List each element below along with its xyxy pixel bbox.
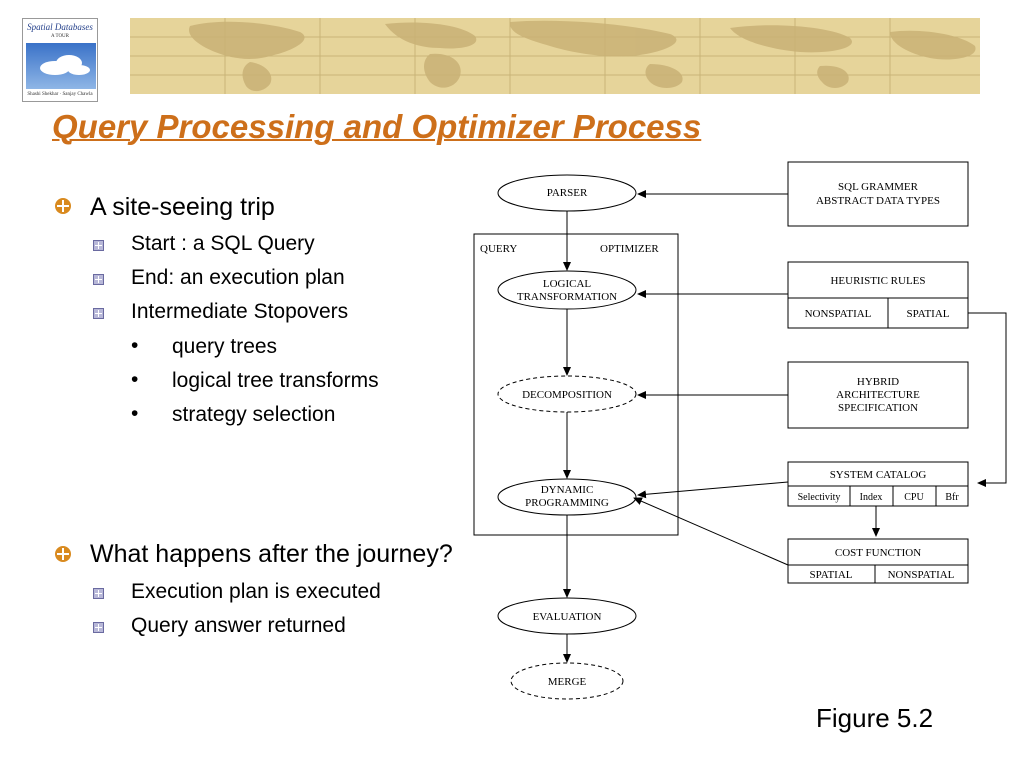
node-merge (510, 662, 624, 700)
box-hybrid-architecture (787, 361, 969, 429)
bullet-end-execution-plan: End: an execution plan (131, 266, 345, 289)
query-optimizer-container (473, 233, 679, 536)
slide-title: Query Processing and Optimizer Process (52, 108, 702, 145)
node-logical-label-1: LOGICAL (543, 278, 592, 290)
sub-bullet-icon (93, 240, 104, 251)
node-evaluation-label: EVALUATION (533, 611, 602, 623)
bullet-target-icon (55, 198, 71, 214)
node-decomposition-label: DECOMPOSITION (522, 389, 612, 401)
node-logical-transformation (497, 270, 637, 310)
input-arrows (633, 190, 1007, 566)
box-system-catalog (787, 461, 969, 507)
optimizer-label-query: QUERY (480, 243, 517, 255)
bullet-execution-plan-executed: Execution plan is executed (131, 580, 381, 603)
box-sql-grammer (787, 161, 969, 227)
node-decomposition (497, 375, 637, 413)
sub-bullet-icon (93, 308, 104, 319)
bullet-query-answer-returned: Query answer returned (131, 614, 346, 637)
catalog-cpu: CPU (904, 492, 924, 503)
box-heuristic-spatial: SPATIAL (907, 308, 950, 320)
world-map-graphic (130, 18, 980, 94)
box-heuristic-nonspatial: NONSPATIAL (805, 308, 872, 320)
book-title: Spatial Databases (27, 22, 93, 32)
sub-bullet-icon (93, 274, 104, 285)
sub-bullet-icon (93, 622, 104, 633)
node-merge-label: MERGE (548, 676, 587, 688)
catalog-selectivity: Selectivity (798, 492, 841, 503)
cost-nonspatial: NONSPATIAL (888, 569, 955, 581)
box-system-catalog-label: SYSTEM CATALOG (830, 469, 927, 481)
bullet-what-happens-after: What happens after the journey? (90, 540, 453, 568)
node-dynamic-label-1: DYNAMIC (541, 484, 594, 496)
bullet-query-trees: query trees (172, 335, 278, 358)
box-hybrid-label-3: SPECIFICATION (838, 402, 918, 414)
bullet-strategy-selection: strategy selection (172, 403, 336, 426)
bullet-logical-tree-transforms: logical tree transforms (172, 369, 379, 392)
dot-bullet-icon: • (131, 368, 139, 391)
figure-caption: Figure 5.2 (816, 703, 934, 733)
world-map-header-banner (130, 18, 980, 94)
book-authors: Shashi Shekhar · Sanjay Chawla (27, 92, 93, 97)
book-cover-thumbnail: Spatial Databases A TOUR Shashi Shekhar … (22, 18, 98, 102)
bullet-intermediate-stopovers: Intermediate Stopovers (131, 300, 349, 323)
dot-bullet-icon: • (131, 402, 139, 425)
sub-bullet-icon (93, 588, 104, 599)
bullet-target-icon (55, 546, 71, 562)
box-cost-function-label: COST FUNCTION (835, 547, 921, 559)
box-cost-function (787, 538, 969, 584)
box-heuristic-label: HEURISTIC RULES (830, 275, 925, 287)
optimizer-label-optimizer: OPTIMIZER (600, 243, 659, 255)
catalog-bfr: Bfr (945, 492, 959, 503)
book-cover-sky (26, 43, 96, 89)
node-dynamic-label-2: PROGRAMMING (525, 497, 609, 509)
box-hybrid-label-1: HYBRID (857, 376, 899, 388)
box-heuristic-rules (787, 261, 969, 329)
catalog-index: Index (860, 492, 883, 503)
book-subtitle: A TOUR (50, 34, 69, 39)
dot-bullet-icon: • (131, 334, 139, 357)
node-logical-label-2: TRANSFORMATION (517, 291, 617, 303)
box-sql-grammer-label-2: ABSTRACT DATA TYPES (816, 195, 940, 207)
box-hybrid-label-2: ARCHITECTURE (836, 389, 920, 401)
bullet-start-sql-query: Start : a SQL Query (131, 232, 315, 255)
bullet-site-seeing-trip: A site-seeing trip (90, 193, 275, 221)
cost-spatial: SPATIAL (810, 569, 853, 581)
box-sql-grammer-label-1: SQL GRAMMER (838, 181, 919, 193)
node-parser-label: PARSER (547, 187, 588, 199)
